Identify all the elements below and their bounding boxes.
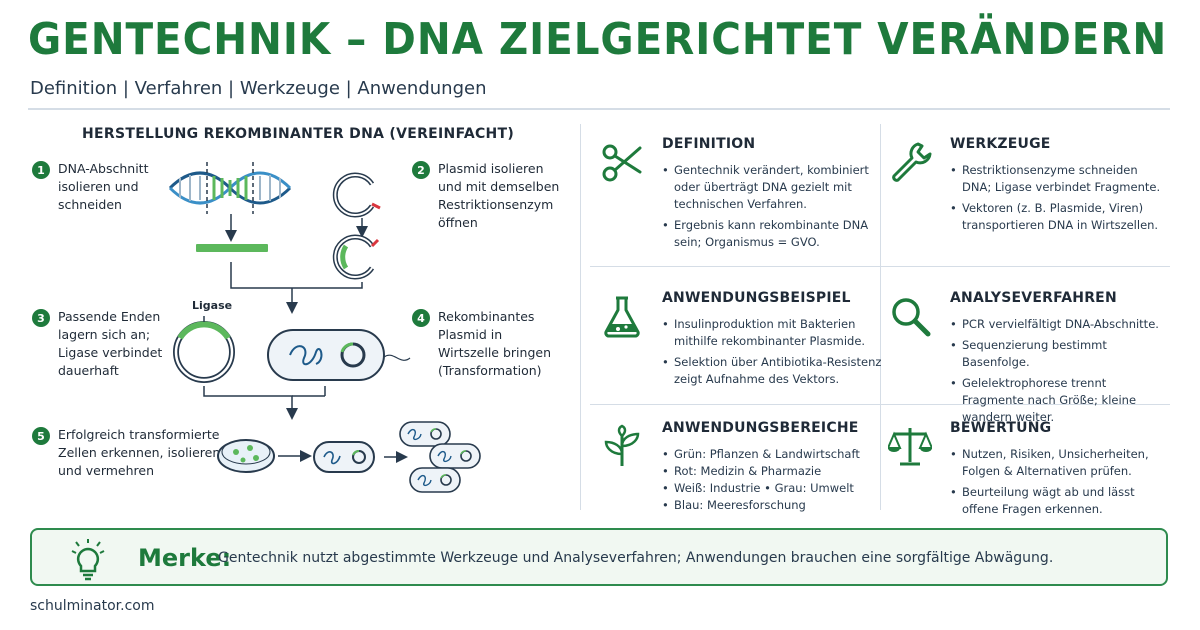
step-number: 1 — [32, 161, 50, 179]
list-item: Ergebnis kann rekombinante DNA sein; Org… — [662, 217, 882, 251]
step-number: 5 — [32, 427, 50, 445]
page-subtitle: Definition | Verfahren | Werkzeuge | Anw… — [30, 78, 487, 99]
section-divider — [580, 124, 581, 510]
list-item: PCR vervielfältigt DNA-Abschnitte. — [950, 316, 1170, 333]
flask-icon — [604, 296, 640, 338]
footer-source: schulminator.com — [30, 598, 155, 614]
list-item: Sequenzierung bestimmt Basenfolge. — [950, 337, 1170, 371]
list-item: Restriktionsenzyme schneiden DNA; Ligase… — [950, 162, 1170, 196]
list-item: Beurteilung wägt ab und lässt offene Fra… — [950, 484, 1170, 518]
step-number: 3 — [32, 309, 50, 327]
list-item: Rot: Medizin & Pharmazie — [662, 463, 882, 480]
scales-icon — [888, 428, 932, 466]
ligase-label: Ligase — [192, 299, 233, 312]
list-item: Vektoren (z. B. Plasmide, Viren) transpo… — [950, 200, 1170, 234]
card-list: Insulinproduktion mit Bakterien mithilfe… — [662, 316, 882, 392]
diagram-title: HERSTELLUNG REKOMBINANTER DNA (VEREINFAC… — [82, 126, 515, 142]
recombinant-dna-diagram — [168, 162, 481, 493]
list-item: Blau: Meeresforschung — [662, 497, 882, 514]
dna-helix-icon — [168, 162, 292, 214]
card-title: ANWENDUNGSBEREICHE — [662, 420, 859, 436]
magnifier-icon — [892, 298, 931, 337]
list-item: Insulinproduktion mit Bakterien mithilfe… — [662, 316, 882, 350]
merke-text: Gentechnik nutzt abgestimmte Werkzeuge u… — [218, 550, 1054, 566]
wrench-icon — [892, 142, 932, 182]
ligase-plasmid-icon — [173, 316, 235, 383]
transformed-cell-icon — [313, 441, 375, 473]
card-list: Grün: Pflanzen & Landwirtschaft Rot: Med… — [662, 446, 882, 514]
step-3: 3 Passende Enden lagern sich an; Ligase … — [32, 308, 162, 380]
host-cell-icon — [267, 329, 411, 381]
list-item: Gelelektrophorese trennt Fragmente nach … — [950, 375, 1170, 426]
opened-plasmid-icon — [332, 234, 380, 280]
plant-icon — [604, 424, 640, 466]
card-title: ANWENDUNGSBEISPIEL — [662, 290, 851, 306]
scissors-icon — [602, 144, 642, 182]
step-5: 5 Erfolgreich transformierte Zellen erke… — [32, 426, 220, 480]
card-title: BEWERTUNG — [950, 420, 1052, 436]
card-title: ANALYSEVERFAHREN — [950, 290, 1117, 306]
list-item: Selektion über Antibiotika-Resistenz zei… — [662, 354, 882, 388]
step-4: 4 Rekombinantes Plasmid in Wirtszelle br… — [412, 308, 551, 380]
card-list: Nutzen, Risiken, Unsicherheiten, Folgen … — [950, 446, 1170, 522]
merke-label: Merke: — [138, 544, 232, 572]
card-list: PCR vervielfältigt DNA-Abschnitte. Seque… — [950, 316, 1170, 430]
petri-dish-icon — [217, 439, 275, 473]
step-2: 2 Plasmid isolieren und mit demselben Re… — [412, 160, 559, 232]
step-number: 2 — [412, 161, 430, 179]
merke-box: Merke: Gentechnik nutzt abgestimmte Werk… — [30, 528, 1168, 586]
list-item: Gentechnik verändert, kombiniert oder üb… — [662, 162, 882, 213]
step-text: Rekombinantes Plasmid in Wirtszelle brin… — [438, 309, 551, 378]
list-item: Grün: Pflanzen & Landwirtschaft — [662, 446, 882, 463]
header-divider — [28, 108, 1170, 110]
step-number: 4 — [412, 309, 430, 327]
card-title: DEFINITION — [662, 136, 756, 152]
card-title: WERKZEUGE — [950, 136, 1051, 152]
plasmid-icon — [332, 172, 381, 218]
lightbulb-icon — [71, 539, 105, 581]
card-list: Gentechnik verändert, kombiniert oder üb… — [662, 162, 882, 255]
step-text: Plasmid isolieren und mit demselben Rest… — [438, 161, 560, 230]
card-list: Restriktionsenzyme schneiden DNA; Ligase… — [950, 162, 1170, 238]
page-title: GENTECHNIK – DNA ZIELGERICHTET VERÄNDERN — [28, 14, 1168, 65]
step-text: Passende Enden lagern sich an; Ligase ve… — [58, 309, 163, 378]
list-item: Nutzen, Risiken, Unsicherheiten, Folgen … — [950, 446, 1170, 480]
step-text: Erfolgreich transformierte Zellen erkenn… — [58, 427, 221, 478]
dna-fragment — [196, 244, 268, 252]
step-1: 1 DNA-Abschnitt isolieren und schneiden — [32, 160, 148, 214]
step-text: DNA-Abschnitt isolieren und schneiden — [58, 161, 149, 212]
multiplied-cells-icon — [399, 421, 481, 493]
list-item: Weiß: Industrie • Grau: Umwelt — [662, 480, 882, 497]
